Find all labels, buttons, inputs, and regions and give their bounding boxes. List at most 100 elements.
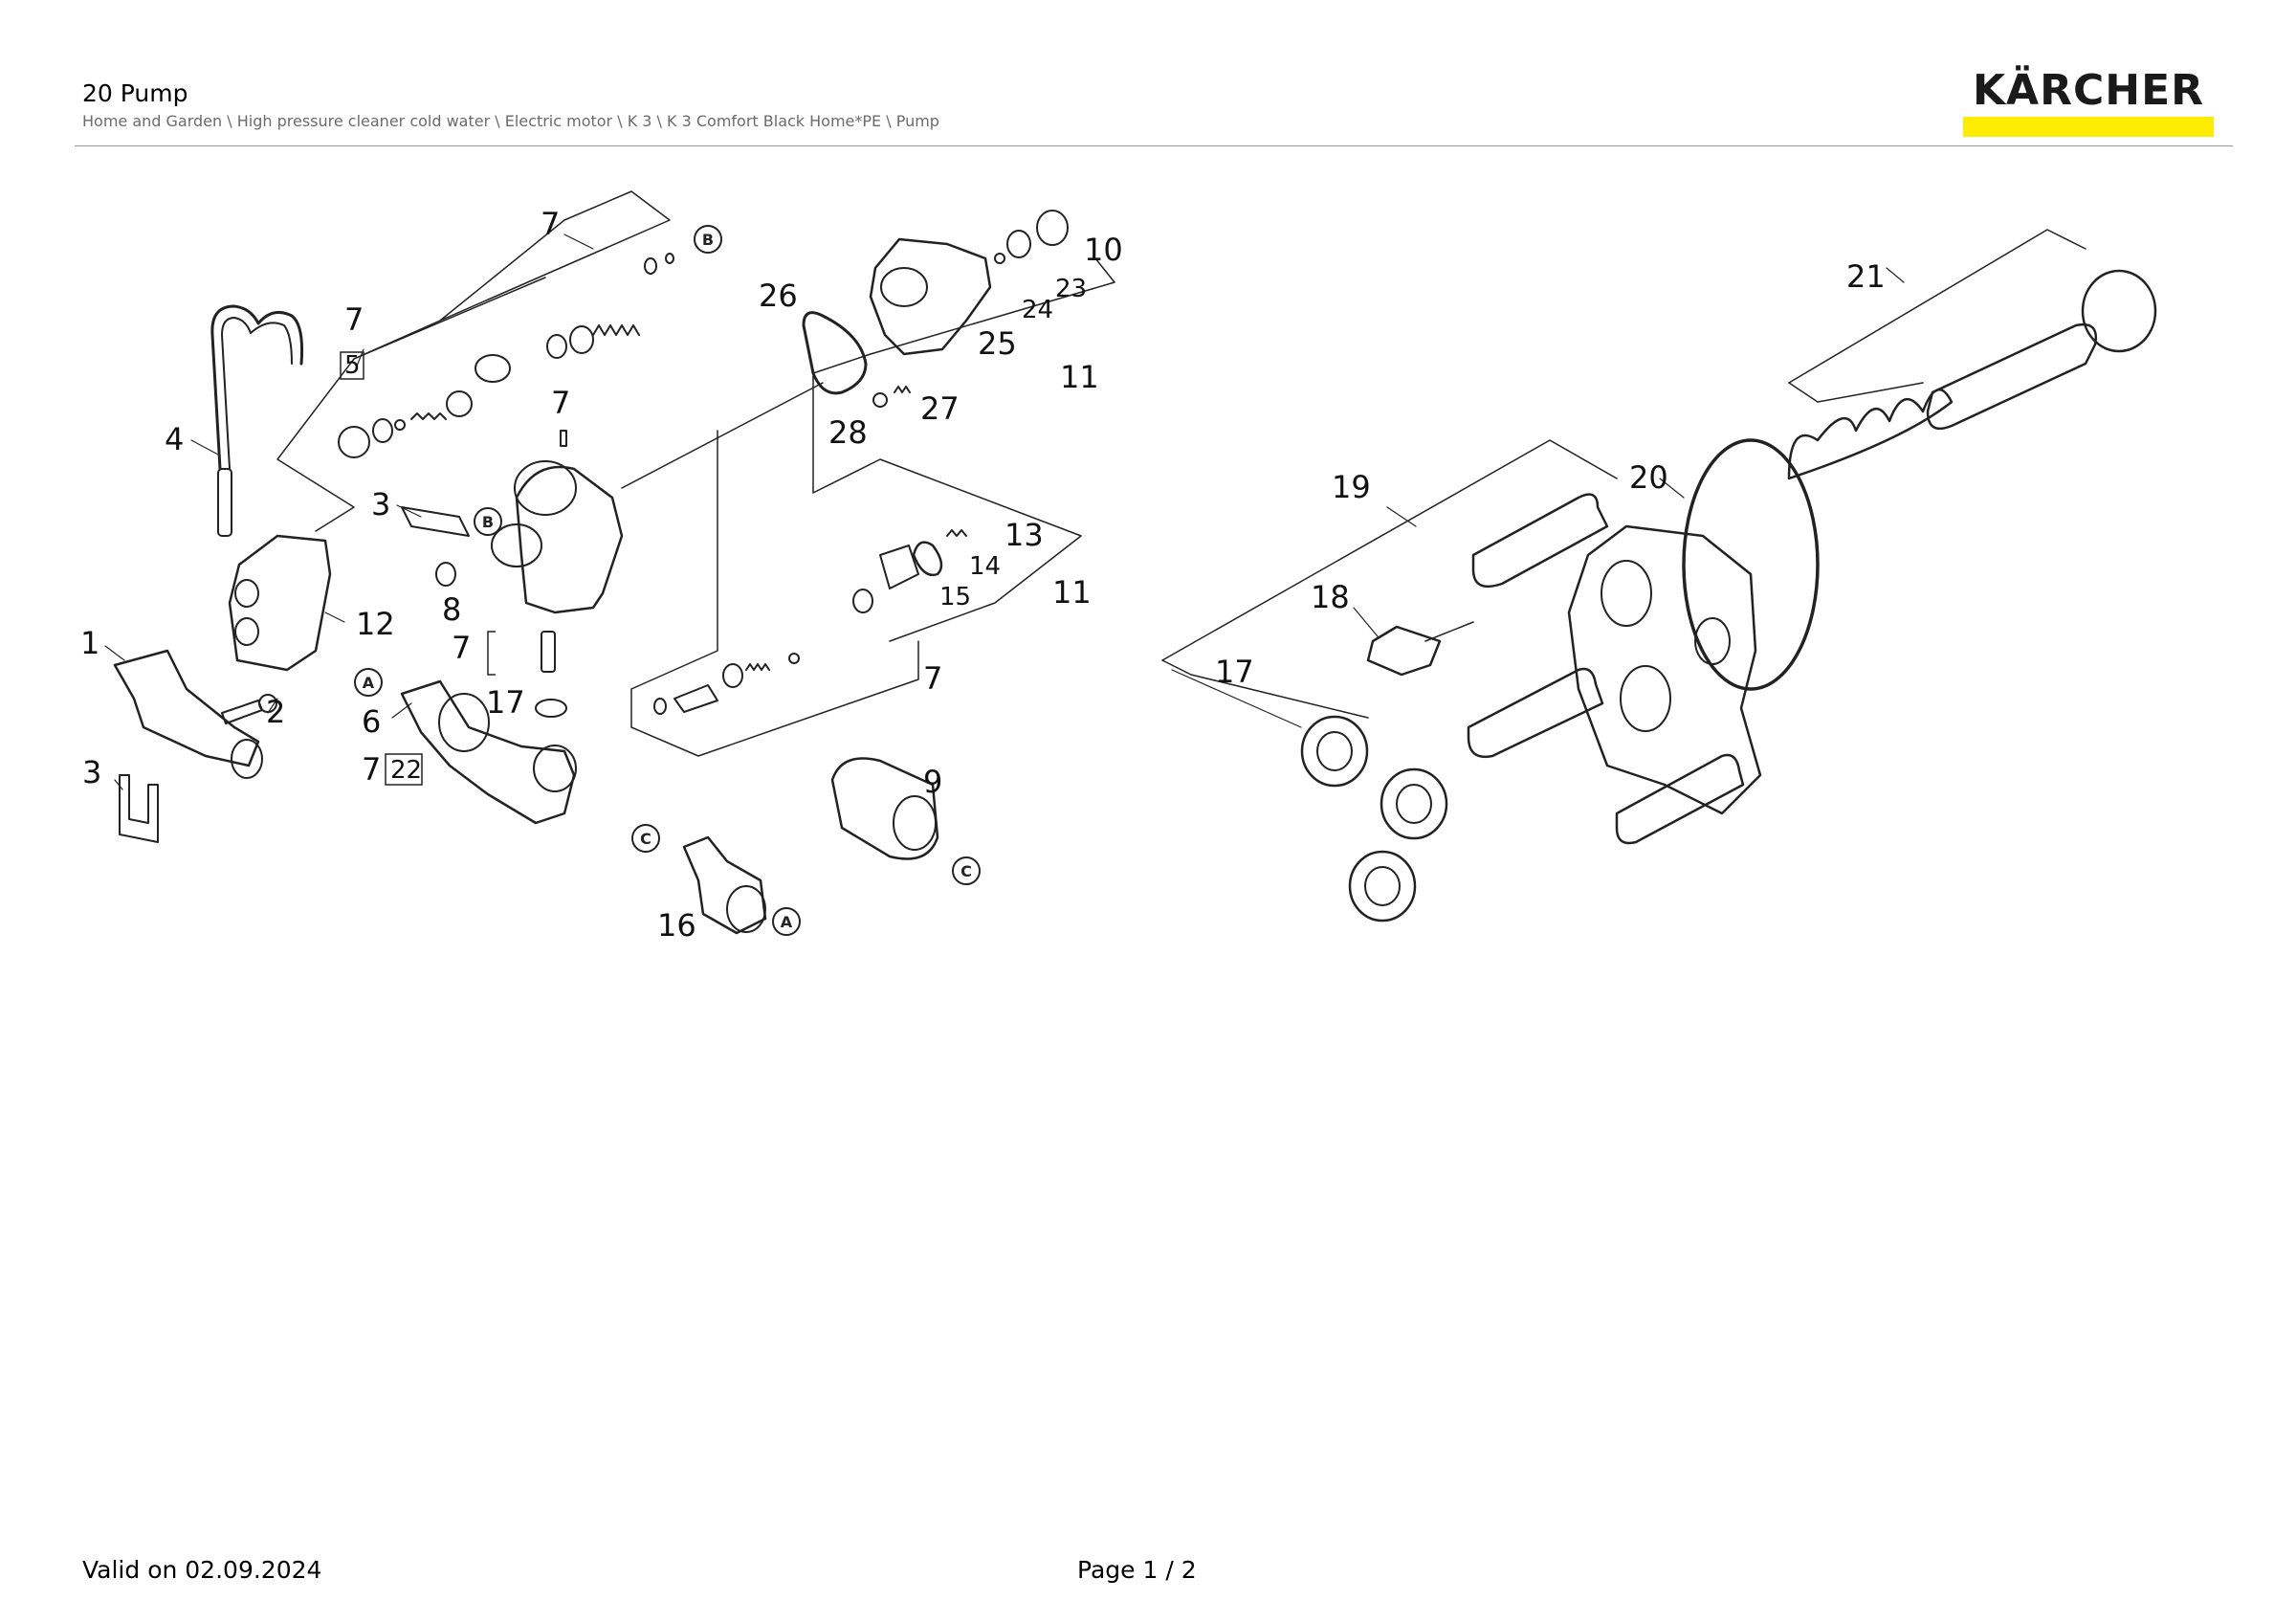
connector-circle bbox=[952, 856, 981, 885]
part-small bbox=[872, 392, 888, 408]
part-label: 19 bbox=[1332, 469, 1371, 505]
part-nut-end bbox=[893, 795, 937, 851]
connector-circle bbox=[354, 668, 383, 697]
part-seal bbox=[1380, 767, 1448, 840]
connector-circle bbox=[694, 225, 722, 254]
part-hose bbox=[221, 317, 293, 470]
part-label: 28 bbox=[828, 414, 868, 451]
connector-letter: B bbox=[482, 513, 494, 531]
part-oring bbox=[722, 663, 743, 688]
part-piston bbox=[1926, 322, 2098, 431]
part-spring bbox=[1787, 389, 1954, 480]
part-label: 7 bbox=[551, 385, 570, 421]
part-label: 7 bbox=[362, 751, 381, 788]
part-seal bbox=[1300, 715, 1369, 788]
valid-date: Valid on 02.09.2024 bbox=[82, 1556, 322, 1584]
part-hose bbox=[210, 304, 303, 471]
part-piston bbox=[1471, 493, 1609, 589]
part-coupling bbox=[682, 835, 767, 935]
part-label: 25 bbox=[978, 325, 1017, 362]
connector-circle bbox=[474, 507, 502, 536]
part-nut bbox=[338, 426, 370, 458]
part-oring bbox=[569, 325, 594, 354]
part-oring bbox=[546, 334, 567, 359]
part-pin bbox=[560, 430, 567, 447]
part-spring bbox=[894, 386, 911, 393]
bracket-line bbox=[276, 358, 355, 532]
part-oring bbox=[665, 253, 674, 264]
part-nut bbox=[830, 757, 939, 860]
part-valve-cap bbox=[491, 523, 542, 567]
part-clip bbox=[401, 506, 470, 537]
part-label: 17 bbox=[486, 684, 525, 721]
part-clip bbox=[119, 774, 159, 843]
part-spring bbox=[410, 412, 447, 420]
part-oring bbox=[653, 698, 667, 715]
bracket-line bbox=[1788, 229, 2086, 384]
part-gasket bbox=[912, 541, 943, 577]
part-piston bbox=[1615, 753, 1745, 845]
breadcrumb: Home and Garden \ High pressure cleaner … bbox=[82, 112, 939, 130]
connector-circle bbox=[772, 907, 801, 936]
part-label: 11 bbox=[1060, 359, 1099, 395]
bracket-line bbox=[812, 372, 1082, 642]
part-label: 3 bbox=[82, 754, 101, 790]
connector-letter: B bbox=[702, 231, 714, 249]
part-label: 4 bbox=[165, 421, 184, 457]
part-cylinder-head bbox=[869, 237, 992, 356]
part-label: 26 bbox=[759, 278, 798, 314]
part-label: 2 bbox=[266, 694, 285, 730]
part-label: 12 bbox=[356, 606, 395, 642]
part-coupling-end bbox=[726, 885, 766, 933]
part-washer bbox=[1366, 625, 1442, 677]
part-outlet-end bbox=[231, 739, 263, 779]
part-nozzle bbox=[541, 631, 556, 673]
part-piston bbox=[475, 354, 511, 383]
part-label: 13 bbox=[1004, 517, 1044, 553]
part-seal bbox=[1316, 731, 1353, 771]
part-spring bbox=[592, 324, 640, 336]
part-port bbox=[234, 579, 259, 608]
page-title: 20 Pump bbox=[82, 79, 188, 107]
bracket-line bbox=[1161, 439, 1618, 661]
bracket-line bbox=[1161, 659, 1369, 719]
bracket-line bbox=[621, 382, 824, 489]
connector-letter: A bbox=[781, 913, 793, 931]
part-port bbox=[234, 617, 259, 646]
part-oring bbox=[852, 589, 873, 613]
part-seal bbox=[1036, 210, 1069, 246]
part-label: 7 bbox=[541, 206, 560, 242]
part-small bbox=[994, 253, 1005, 264]
part-label: 7 bbox=[923, 660, 942, 697]
part-label: 9 bbox=[923, 764, 942, 800]
part-screw bbox=[221, 700, 263, 724]
part-seal bbox=[1348, 850, 1417, 923]
exploded-parts-diagram: B B A A C C 7 7 5 4 7 3 8 12 1 7 2 17 6 … bbox=[80, 190, 2157, 944]
part-label: 11 bbox=[1052, 574, 1092, 611]
part-retainer bbox=[2081, 269, 2157, 353]
part-valve-housing bbox=[228, 534, 332, 672]
connector-letter: C bbox=[640, 830, 651, 848]
part-inlet-thread bbox=[533, 745, 577, 792]
part-valve bbox=[673, 684, 718, 713]
part-label: 27 bbox=[920, 390, 960, 427]
bracket-line bbox=[439, 190, 671, 322]
part-label: 24 bbox=[1022, 296, 1053, 324]
part-oring bbox=[372, 418, 393, 443]
part-label: 20 bbox=[1629, 459, 1668, 496]
part-label: 8 bbox=[442, 591, 461, 628]
part-label: 23 bbox=[1055, 275, 1087, 303]
part-valve-body bbox=[515, 465, 624, 614]
part-label: 16 bbox=[657, 907, 696, 944]
part-pump-head bbox=[1567, 524, 1762, 815]
part-label: 7 bbox=[344, 301, 364, 338]
part-oring bbox=[435, 562, 456, 587]
part-seal bbox=[1396, 784, 1432, 824]
part-spring bbox=[946, 529, 967, 537]
connector-circle bbox=[631, 824, 660, 853]
part-label: 21 bbox=[1846, 258, 1886, 295]
part-valve bbox=[879, 545, 919, 589]
part-ball bbox=[394, 419, 406, 431]
part-label: 3 bbox=[371, 486, 390, 522]
part-spring bbox=[745, 663, 770, 671]
